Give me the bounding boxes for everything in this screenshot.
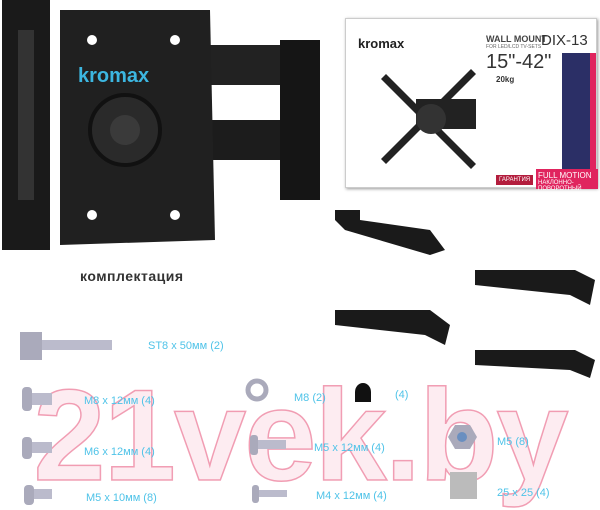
- watermark: 21vek.by: [33, 361, 570, 509]
- section-title: комплектация: [80, 268, 184, 284]
- box-title: WALL MOUNT: [486, 34, 547, 44]
- part-label-screw-st8: ST8 x 50мм (2): [148, 340, 224, 352]
- full-motion-sub: НАКЛОННО-ПОВОРОТНЫЙ: [538, 180, 582, 192]
- part-label-m5-bolt-12: M5 x 12мм (4): [314, 442, 385, 454]
- brackets-image: [335, 210, 595, 378]
- mount-logo: kromax: [78, 65, 150, 87]
- box-subtitle: FOR LED/LCD TV-SETS: [486, 44, 542, 50]
- box-brand: kromax: [358, 36, 405, 51]
- box-spec-panel: [562, 53, 596, 189]
- part-label-m5-nut: M5 (8): [497, 436, 529, 448]
- wall-mount-image: [2, 0, 320, 250]
- box-weight: 20kg: [496, 75, 515, 84]
- hardware-images: [20, 332, 477, 505]
- box-model: DIX-13: [541, 32, 588, 49]
- box-mount-image: [381, 69, 476, 169]
- part-label-m8-bolt: M8 x 12мм (4): [84, 395, 155, 407]
- product-box: kromax WALL MOUNT FOR LED/LCD TV-SETS DI…: [345, 18, 598, 192]
- part-label-cap-nut: (4): [395, 389, 409, 401]
- box-size: 15"-42": [486, 51, 552, 73]
- part-label-spacer-plate: 25 x 25 (4): [497, 487, 550, 499]
- box-warranty: ГАРАНТИЯ: [496, 175, 534, 185]
- full-motion-label: FULL MOTION: [538, 171, 592, 180]
- part-label-m6-bolt: M6 x 12мм (4): [84, 446, 155, 458]
- part-label-m4-bolt: M4 x 12мм (4): [316, 490, 387, 502]
- part-label-m8-washer: M8 (2): [294, 392, 326, 404]
- part-label-m5-bolt-10: M5 x 10мм (8): [86, 492, 157, 504]
